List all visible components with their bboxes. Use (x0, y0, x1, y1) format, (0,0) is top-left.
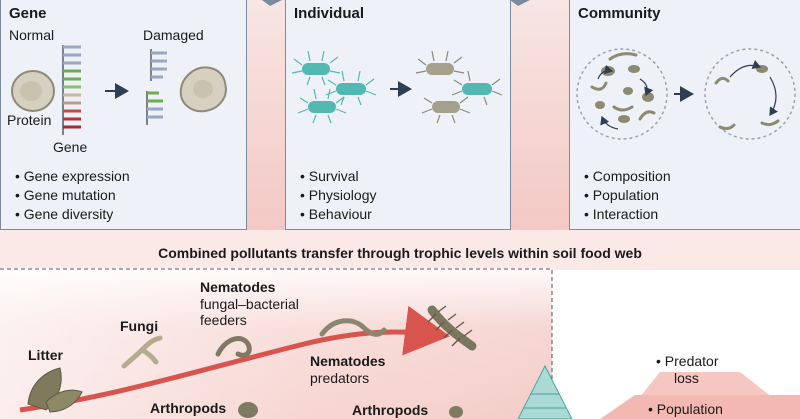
gene-illustration (11, 45, 227, 135)
nematodes-predators-title: Nematodes (310, 353, 386, 369)
bacteria-cell (308, 101, 336, 113)
arthropods-left-label: Arthropods (150, 400, 227, 416)
nematodes-feeders-sub2: feeders (200, 312, 247, 328)
healthy-bacteria-icon (291, 50, 377, 124)
individual-title: Individual (294, 5, 365, 22)
bacteria-cell (302, 63, 330, 75)
foodweb-area-fade (0, 268, 552, 419)
gene-bullets: • Gene expression • Gene mutation • Gene… (15, 167, 130, 224)
nematode-feeder-icon (215, 336, 252, 358)
dna-strand-icon (62, 45, 81, 135)
banner-title: Combined pollutants transfer through tro… (158, 245, 642, 261)
bullet-item: • Interaction (584, 206, 659, 222)
litter-leaf-icon (45, 389, 83, 413)
bacteria-cell (426, 63, 454, 75)
gene-sub-label: Gene (53, 139, 88, 155)
community-bullets: • Composition • Population • Interaction (584, 167, 671, 224)
nematodes-feeders-title: Nematodes (200, 279, 276, 295)
reduced-organisms-icon (714, 76, 780, 131)
normal-label: Normal (9, 27, 55, 43)
effect-pyramid-base (600, 395, 800, 419)
fungi-icon (121, 335, 163, 369)
damaged-bacteria-icon (415, 50, 503, 124)
nematode-predator-icon (319, 318, 387, 337)
gene-panel: Gene Normal Damaged Protein Gene (0, 0, 247, 230)
top-connector (510, 0, 530, 6)
community-circle-before (576, 48, 668, 140)
bullet-item: • Survival (300, 168, 359, 184)
arthropods-right-label: Arthropods (352, 402, 429, 418)
individual-illustration (291, 50, 503, 124)
fungi-label: Fungi (120, 318, 159, 334)
bacteria-cell (336, 83, 366, 95)
litter-label: Litter (28, 347, 63, 363)
damaged-label: Damaged (143, 27, 204, 43)
bullet-item: • Behaviour (300, 206, 372, 222)
bullet-item: • Gene mutation (15, 187, 116, 203)
damaged-protein-core (193, 80, 213, 98)
bacteria-cell (432, 101, 460, 113)
individual-panel: Individual • Survival • Physiology • (285, 0, 511, 230)
bullet-item: • Population (584, 187, 659, 203)
damaged-dna-icon (146, 49, 167, 125)
bacteria-cell (462, 83, 492, 95)
individual-bullets: • Survival • Physiology • Behaviour (300, 167, 377, 224)
normal-protein-core (20, 81, 42, 101)
protein-label: Protein (7, 112, 52, 128)
community-title: Community (578, 5, 661, 22)
community-illustration (576, 48, 796, 140)
trophic-arrow (19, 305, 450, 413)
bullet-item: • Physiology (300, 187, 377, 203)
bullet-item: • Gene diversity (15, 206, 114, 222)
bullet-item: • Composition (584, 168, 671, 184)
effect-predator-line1: • Predator (656, 353, 719, 369)
nematodes-feeders-sub1: fungal–bacterial (200, 296, 299, 312)
centipede-icon (427, 305, 477, 351)
effect-predator-line2: loss (674, 370, 699, 386)
arthropod-right-icon (449, 406, 463, 418)
trophic-pyramid-icon (517, 364, 573, 419)
nematodes-predators-sub: predators (310, 370, 370, 386)
banner-band (0, 230, 800, 270)
effect-population: • Population (648, 401, 723, 417)
community-panel: Community (569, 0, 800, 230)
foodweb-border (0, 268, 553, 419)
gene-title: Gene (9, 5, 47, 22)
arthropod-left-icon (238, 402, 258, 418)
top-connector (262, 0, 282, 6)
bullet-item: • Gene expression (15, 168, 130, 184)
community-circle-after (704, 48, 796, 140)
